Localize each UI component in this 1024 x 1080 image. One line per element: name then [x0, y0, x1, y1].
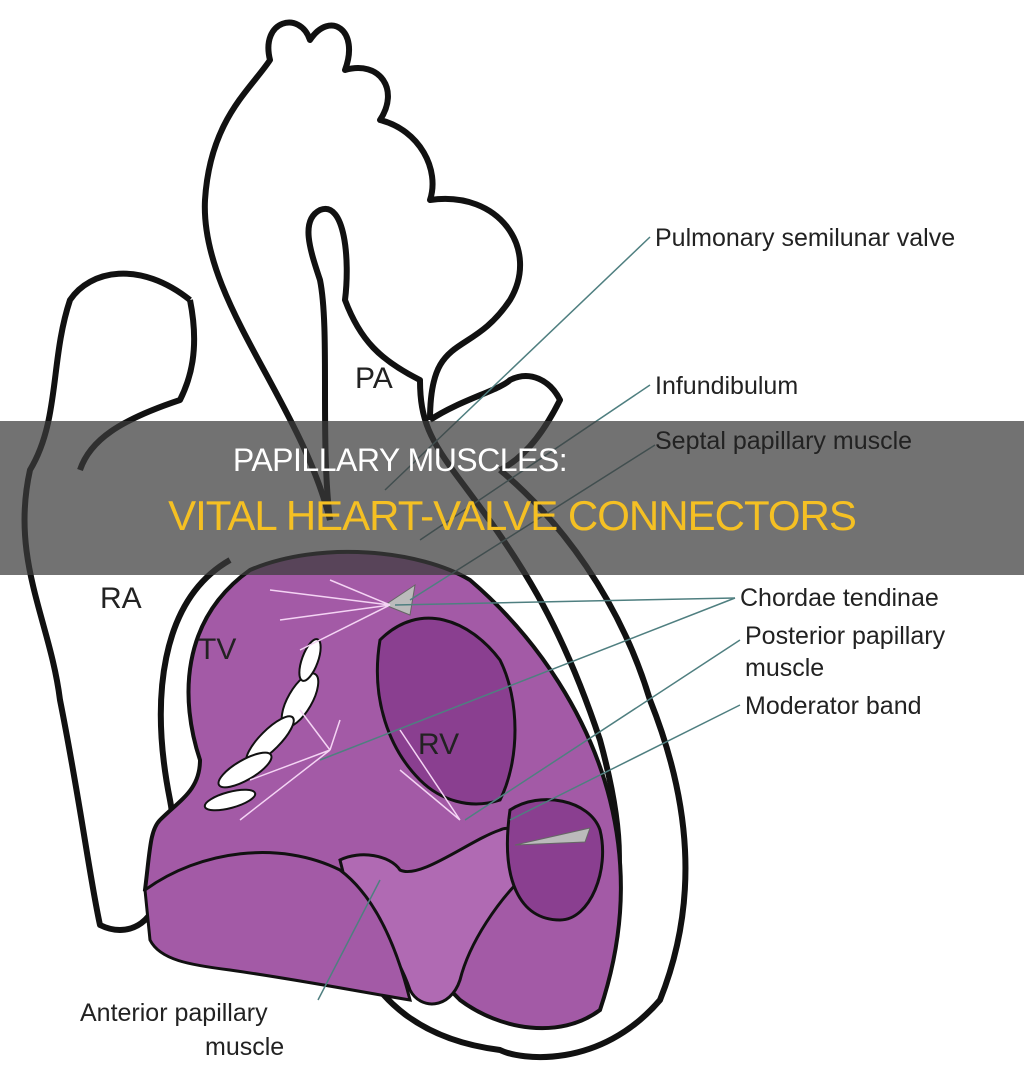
label-posterior-papillary-1: Posterior papillary	[745, 622, 946, 650]
right-atrium-outline	[21, 270, 192, 933]
banner-title-line2: VITAL HEART-VALVE CONNECTORS	[168, 492, 857, 539]
pulmonary-artery-outline	[305, 205, 622, 932]
label-anterior-papillary-1: Anterior papillary	[80, 999, 268, 1027]
trabeculae	[143, 851, 413, 1002]
label-pulmonary-semilunar-valve: Pulmonary semilunar valve	[655, 224, 956, 252]
septal-papillary-tip	[383, 583, 416, 616]
label-chordae-tendinae: Chordae tendinae	[740, 584, 939, 612]
aorta-outline	[201, 19, 523, 521]
label-pa: PA	[355, 362, 393, 395]
label-moderator-band: Moderator band	[745, 692, 922, 720]
label-septal-papillary-muscle: Septal papillary muscle	[655, 427, 913, 455]
moderator-band-opening	[505, 798, 605, 922]
label-rv: RV	[418, 728, 460, 761]
chordae-lines	[239, 579, 461, 821]
label-ra: RA	[100, 582, 142, 615]
label-tv: TV	[198, 633, 237, 666]
tricuspid-leaflets	[203, 638, 322, 812]
moderator-band	[514, 827, 591, 846]
ventricle-wall-outline	[357, 467, 689, 1061]
label-anterior-papillary-2: muscle	[205, 1033, 285, 1061]
banner-title-line1: PAPILLARY MUSCLES:	[232, 442, 568, 478]
label-infundibulum: Infundibulum	[655, 372, 799, 400]
title-banner	[0, 421, 1024, 575]
label-posterior-papillary-2: muscle	[745, 654, 825, 682]
